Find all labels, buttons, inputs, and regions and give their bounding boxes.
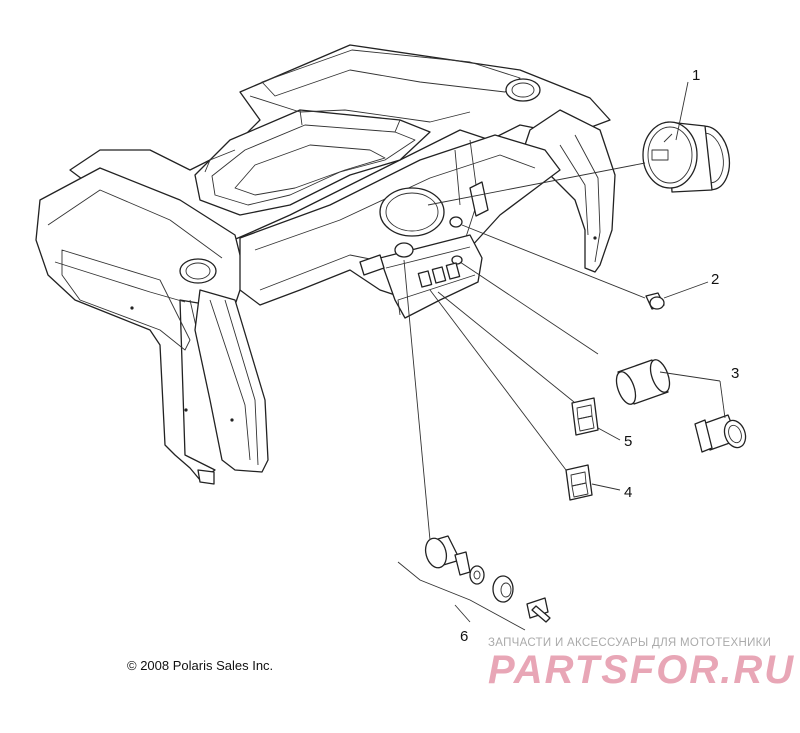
speedometer-gauge-part xyxy=(642,121,731,193)
rocker-switch-4-part xyxy=(565,464,593,501)
callout-3: 3 xyxy=(731,365,739,382)
leader-lines xyxy=(397,81,726,631)
callout-2: 2 xyxy=(711,271,719,288)
callout-5: 5 xyxy=(624,433,632,450)
callout-1: 1 xyxy=(692,67,700,84)
dashboard-panel xyxy=(35,44,616,485)
copyright-text: © 2008 Polaris Sales Inc. xyxy=(127,658,273,673)
callout-4: 4 xyxy=(624,484,632,501)
rocker-switch-5-part xyxy=(571,397,599,436)
callout-6: 6 xyxy=(460,628,468,645)
watermark-tagline: ЗАПЧАСТИ И АКСЕССУАРЫ ДЛЯ МОТОТЕХНИКИ xyxy=(488,637,771,649)
watermark-brand: PARTSFOR.RU xyxy=(488,648,795,692)
indicator-light-part xyxy=(645,292,665,310)
power-outlet-part xyxy=(615,359,747,453)
key-switch-assembly-part xyxy=(424,535,551,623)
